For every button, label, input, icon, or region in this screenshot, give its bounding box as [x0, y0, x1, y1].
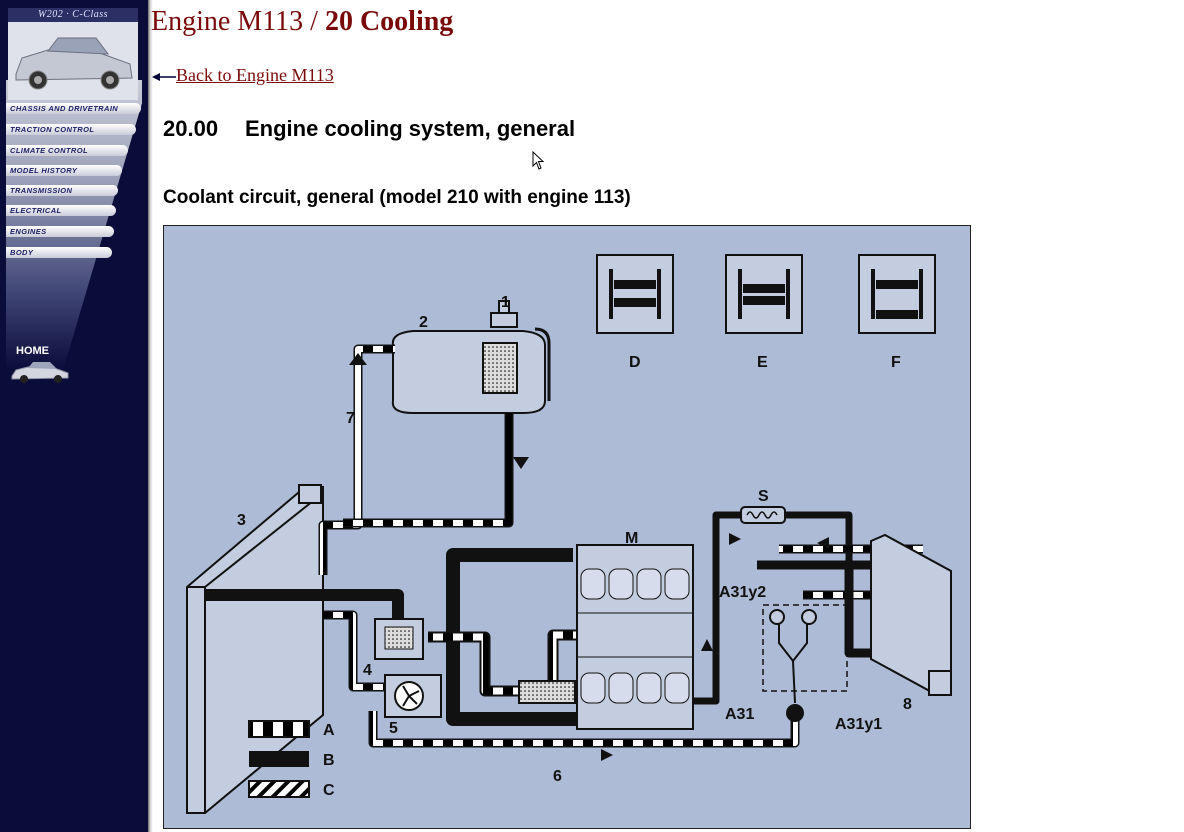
valve-detail-e	[725, 254, 803, 334]
nav-item-engines[interactable]: ENGINES	[6, 226, 114, 237]
back-arrow-icon	[152, 72, 176, 81]
model-brand-label: W202 · C-Class	[8, 8, 138, 22]
heater-core	[740, 506, 952, 697]
mouse-cursor-icon	[532, 151, 545, 170]
callout-1: 1	[501, 294, 510, 311]
legend-a: A	[323, 722, 335, 739]
side-navigation: W202 · C-Class CHASSIS AND DRIVETRAIN TR…	[0, 0, 148, 832]
home-link[interactable]: HOME	[16, 345, 49, 357]
nav-item-electrical[interactable]: ELECTRICAL	[6, 205, 116, 216]
callout-d: D	[629, 354, 641, 371]
flow-arrows	[349, 353, 829, 761]
home-car-icon[interactable]	[10, 360, 70, 384]
car-photo	[8, 22, 138, 100]
section-heading: 20.00 Engine cooling system, general	[163, 116, 575, 142]
nav-item-transmission[interactable]: TRANSMISSION	[6, 185, 118, 196]
callout-e: E	[757, 354, 768, 371]
frame-divider	[148, 0, 153, 832]
engine-block	[518, 544, 694, 730]
heater-valve	[762, 604, 848, 722]
legend-b: B	[323, 752, 335, 769]
valve-detail-d	[596, 254, 674, 334]
nav-item-traction-control[interactable]: TRACTION CONTROL	[6, 124, 136, 135]
callout-f: F	[891, 354, 901, 371]
nav-item-climate-control[interactable]: CLIMATE CONTROL	[6, 145, 128, 156]
figure-caption: Coolant circuit, general (model 210 with…	[163, 187, 631, 208]
page-title: Engine M113 / 20 Cooling	[151, 6, 454, 37]
callout-8: 8	[903, 696, 912, 713]
callout-a31: A31	[725, 706, 754, 723]
section-number: 20.00	[163, 116, 219, 141]
callout-4: 4	[363, 662, 372, 679]
callout-6: 6	[553, 768, 562, 785]
callout-2: 2	[419, 314, 428, 331]
valve-detail-f	[858, 254, 936, 334]
callout-s: S	[758, 488, 769, 505]
nav-item-model-history[interactable]: MODEL HISTORY	[6, 165, 122, 176]
legend-c: C	[323, 782, 335, 799]
callout-3: 3	[237, 512, 246, 529]
coolant-circuit-diagram: 1 2 3 4 5 6 7 8 M S D E F A31y2 A31 A31y…	[163, 225, 971, 829]
callout-a31y1: A31y1	[835, 716, 882, 733]
expansion-tank	[391, 300, 551, 414]
callout-5: 5	[389, 720, 398, 737]
callout-a31y2: A31y2	[719, 584, 766, 601]
callout-m: M	[625, 530, 638, 547]
thermostat-and-pump	[374, 618, 442, 718]
back-link-row: Back to Engine M113	[152, 65, 334, 86]
section-title: Engine cooling system, general	[245, 116, 576, 141]
nav-item-chassis-and-drivetrain[interactable]: CHASSIS AND DRIVETRAIN	[6, 103, 141, 114]
diagram-legend: A B C	[248, 720, 335, 799]
nav-item-body[interactable]: BODY	[6, 247, 112, 258]
callout-7: 7	[346, 410, 355, 427]
back-to-engine-link[interactable]: Back to Engine M113	[176, 65, 334, 85]
